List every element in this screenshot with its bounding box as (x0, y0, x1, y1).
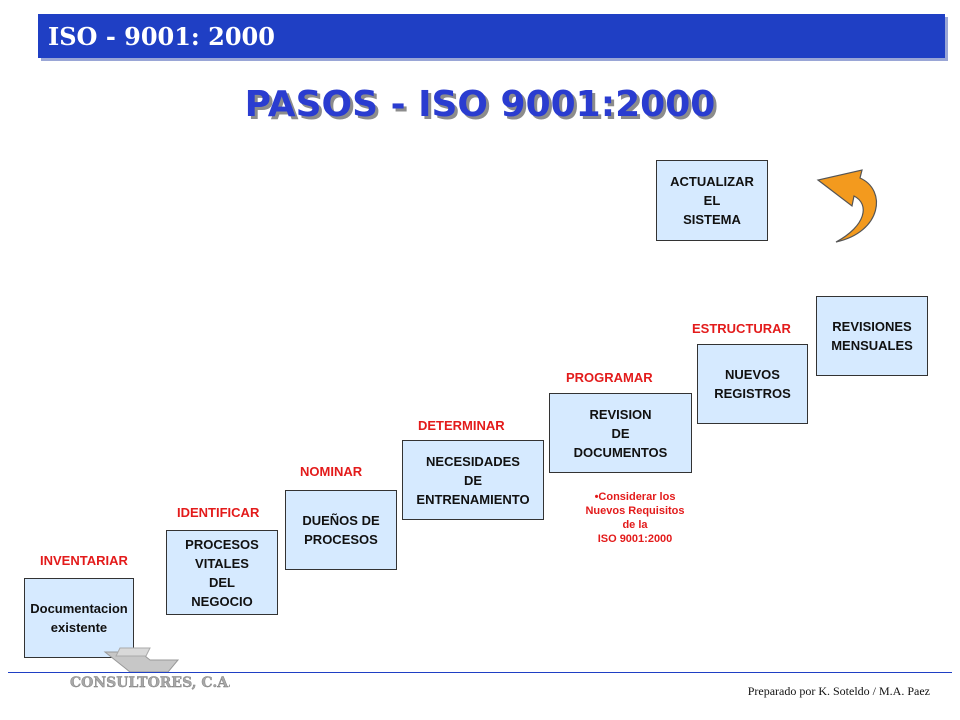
header-title: ISO - 9001: 2000 (48, 22, 275, 51)
page-title: PASOS - ISO 9001:2000 (244, 84, 716, 125)
footer-divider (8, 672, 952, 673)
footer-credit: Preparado por K. Soteldo / M.A. Paez (747, 684, 930, 698)
logo-text: CONSULTORES, C.A. (70, 675, 230, 691)
box-revision: REVISION DE DOCUMENTOS (549, 393, 692, 473)
label-programar: PROGRAMAR (566, 370, 653, 385)
box-necesidades: NECESIDADES DE ENTRENAMIENTO (402, 440, 544, 520)
box-duenos: DUEÑOS DE PROCESOS (285, 490, 397, 570)
label-determinar: DETERMINAR (418, 418, 505, 433)
box-nuevos-registros: NUEVOS REGISTROS (697, 344, 808, 424)
curved-arrow-icon (816, 169, 877, 243)
header-bar: ISO - 9001: 2000 (38, 14, 945, 58)
company-logo-icon: CONSULTORES, C.A. (70, 647, 230, 691)
box-revisiones: REVISIONES MENSUALES (816, 296, 928, 376)
label-identificar: IDENTIFICAR (177, 505, 260, 520)
note-requisitos: •Considerar los Nuevos Requisitos de la … (585, 491, 685, 545)
box-procesos-vitales: PROCESOS VITALES DEL NEGOCIO (166, 530, 278, 615)
label-nominar: NOMINAR (300, 464, 363, 479)
box-documentacion: Documentacion existente (24, 578, 134, 658)
label-inventariar: INVENTARIAR (40, 553, 128, 568)
label-estructurar: ESTRUCTURAR (692, 321, 791, 336)
box-actualizar: ACTUALIZAR EL SISTEMA (656, 160, 768, 241)
